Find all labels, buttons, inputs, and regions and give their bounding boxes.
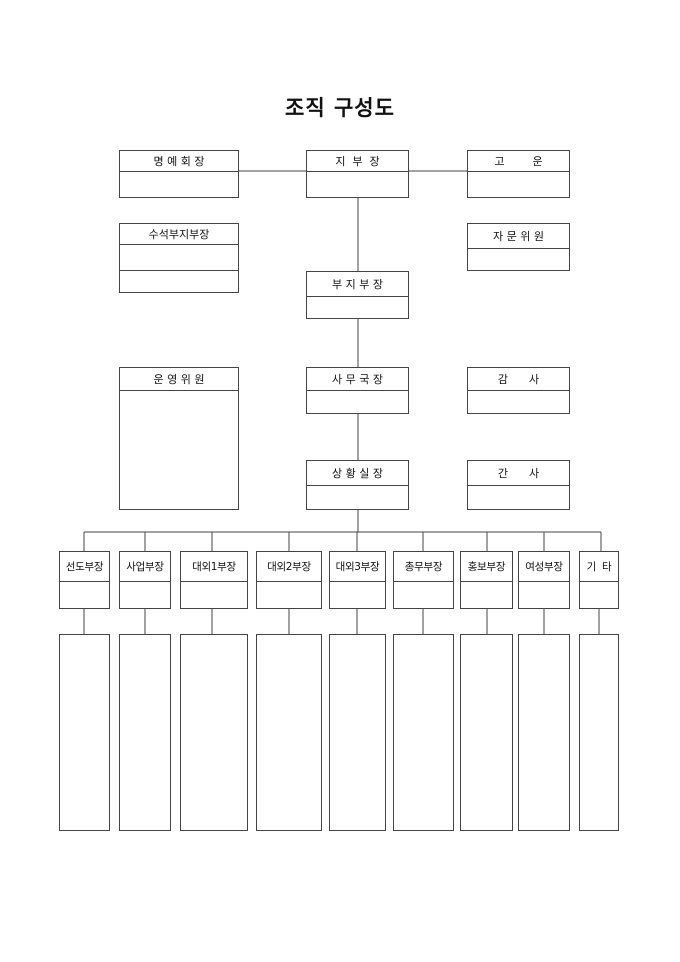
advisory-committee-label: 자 문 위 원 bbox=[468, 224, 569, 249]
steering-committee-label: 운 영 위 원 bbox=[120, 368, 238, 391]
situation-room-label: 상 황 실 장 bbox=[307, 461, 408, 486]
honorary-chair-label: 명 예 회 장 bbox=[120, 151, 238, 172]
branch-head-label: 지 부 장 bbox=[307, 151, 408, 172]
dept-box-1: 선도부장 bbox=[59, 551, 110, 609]
dept-label: 대외3부장 bbox=[330, 552, 385, 582]
advisory-committee-box: 자 문 위 원 bbox=[467, 223, 570, 271]
deputy-head-label: 부 지 부 장 bbox=[307, 272, 408, 297]
secretary-general-box: 사 무 국 장 bbox=[306, 367, 409, 414]
page-title: 조직 구성도 bbox=[285, 96, 395, 120]
dept-member-column bbox=[180, 634, 248, 831]
auditor-label: 감 사 bbox=[468, 368, 569, 391]
dept-label: 대외1부장 bbox=[181, 552, 247, 582]
dept-label: 여성부장 bbox=[519, 552, 569, 582]
senior-deputy-box: 수석부지부장 bbox=[119, 223, 239, 293]
dept-member-column bbox=[460, 634, 513, 831]
administrator-box: 간 사 bbox=[467, 460, 570, 510]
dept-box-5: 대외3부장 bbox=[329, 551, 386, 609]
dept-label: 대외2부장 bbox=[257, 552, 321, 582]
situation-room-box: 상 황 실 장 bbox=[306, 460, 409, 510]
honorary-chair-box: 명 예 회 장 bbox=[119, 150, 239, 198]
dept-member-column bbox=[518, 634, 570, 831]
senior-deputy-label: 수석부지부장 bbox=[120, 224, 238, 245]
dept-member-column bbox=[393, 634, 454, 831]
dept-member-column bbox=[256, 634, 322, 831]
dept-member-column bbox=[579, 634, 619, 831]
secretary-general-label: 사 무 국 장 bbox=[307, 368, 408, 391]
dept-label: 기 타 bbox=[580, 552, 618, 582]
auditor-box: 감 사 bbox=[467, 367, 570, 414]
senior-deputy-row bbox=[120, 246, 238, 271]
dept-label: 선도부장 bbox=[60, 552, 109, 582]
dept-box-6: 총무부장 bbox=[393, 551, 454, 609]
dept-box-9: 기 타 bbox=[579, 551, 619, 609]
dept-member-column bbox=[119, 634, 171, 831]
dept-label: 홍보부장 bbox=[461, 552, 512, 582]
dept-box-2: 사업부장 bbox=[119, 551, 171, 609]
dept-box-3: 대외1부장 bbox=[180, 551, 248, 609]
dept-box-7: 홍보부장 bbox=[460, 551, 513, 609]
dept-label: 사업부장 bbox=[120, 552, 170, 582]
steering-committee-box: 운 영 위 원 bbox=[119, 367, 239, 510]
dept-label: 총무부장 bbox=[394, 552, 453, 582]
dept-member-column bbox=[329, 634, 386, 831]
branch-head-box: 지 부 장 bbox=[306, 150, 409, 198]
dept-box-4: 대외2부장 bbox=[256, 551, 322, 609]
dept-box-8: 여성부장 bbox=[518, 551, 570, 609]
administrator-label: 간 사 bbox=[468, 461, 569, 486]
deputy-head-box: 부 지 부 장 bbox=[306, 271, 409, 319]
dept-member-column bbox=[59, 634, 110, 831]
advisor-label: 고 운 bbox=[468, 151, 569, 172]
advisor-box: 고 운 bbox=[467, 150, 570, 198]
